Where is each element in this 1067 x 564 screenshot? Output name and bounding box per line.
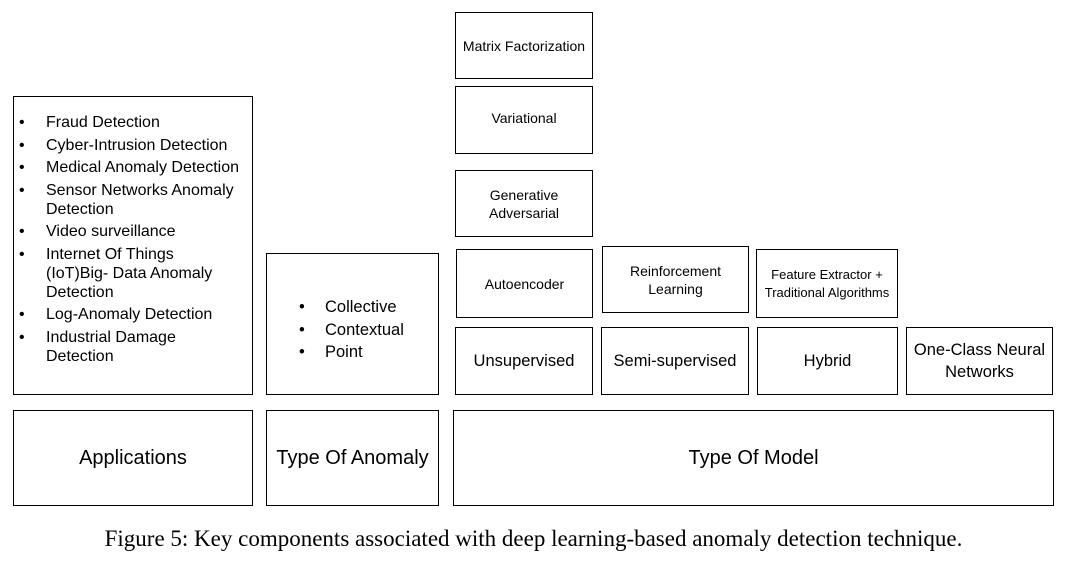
- anomaly-list-box: •Collective •Contextual •Point: [266, 253, 439, 395]
- list-item: •Cyber-Intrusion Detection: [19, 136, 228, 154]
- model-hybrid-box: Hybrid: [757, 327, 898, 395]
- model-semi-supervised: Semi-supervised: [613, 352, 737, 370]
- list-item: •Fraud Detection: [19, 114, 160, 131]
- model-autoencoder-box: Autoencoder: [456, 249, 593, 318]
- figure-caption: Figure 5: Key components associated with…: [104, 526, 963, 551]
- bullet-icon: •: [299, 343, 305, 361]
- bullet-icon: •: [19, 159, 25, 176]
- anomaly-list: •Collective •Contextual •Point: [267, 296, 438, 364]
- list-item: •Industrial Damage Detection: [19, 328, 176, 366]
- model-unsupervised-box: Unsupervised: [455, 327, 593, 395]
- model-variational-box: Variational: [455, 86, 593, 154]
- model-feature-extractor-box: Feature Extractor + Traditional Algorith…: [756, 249, 898, 318]
- applications-label: Applications: [79, 447, 187, 469]
- list-item: •Internet Of Things (IoT)Big- Data Anoma…: [19, 245, 213, 302]
- list-item: •Log-Anomaly Detection: [19, 306, 213, 324]
- bullet-icon: •: [19, 306, 25, 324]
- model-hybrid: Hybrid: [803, 352, 852, 370]
- anomaly-label-box: Type Of Anomaly: [266, 410, 439, 506]
- applications-list: •Fraud Detection •Cyber-Intrusion Detect…: [15, 113, 253, 370]
- list-item: •Video surveillance: [19, 223, 176, 241]
- bullet-icon: •: [19, 136, 25, 154]
- model-autoencoder: Autoencoder: [484, 275, 565, 292]
- bullet-icon: •: [299, 320, 305, 339]
- model-label: Type Of Model: [688, 447, 819, 469]
- model-generative-adversarial-box: Generative Adversarial: [455, 170, 593, 237]
- bullet-icon: •: [19, 245, 25, 263]
- list-item: •Contextual: [267, 319, 438, 342]
- list-item: •Point: [267, 341, 438, 364]
- model-generative-adversarial: Generative Adversarial: [488, 186, 560, 221]
- applications-list-box: •Fraud Detection •Cyber-Intrusion Detect…: [13, 96, 253, 395]
- model-matrix-factorization-box: Matrix Factorization: [455, 12, 593, 79]
- list-item: •Sensor Networks Anomaly Detection: [19, 181, 234, 218]
- model-variational: Variational: [491, 110, 557, 126]
- model-label-box: Type Of Model: [453, 410, 1054, 506]
- model-feature-extractor: Feature Extractor + Traditional Algorith…: [764, 267, 890, 300]
- model-one-class-box: One-Class Neural Networks: [906, 327, 1053, 395]
- bullet-icon: •: [19, 328, 25, 346]
- anomaly-label: Type Of Anomaly: [276, 447, 429, 469]
- bullet-icon: •: [19, 114, 25, 131]
- list-item: •Medical Anomaly Detection: [19, 159, 239, 176]
- list-item: •Collective: [267, 296, 438, 319]
- model-semi-supervised-box: Semi-supervised: [601, 327, 749, 395]
- model-reinforcement-learning: Reinforcement Learning: [629, 262, 722, 297]
- bullet-icon: •: [19, 181, 25, 199]
- applications-label-box: Applications: [13, 410, 253, 506]
- model-one-class: One-Class Neural Networks: [913, 341, 1046, 381]
- bullet-icon: •: [299, 298, 305, 316]
- model-matrix-factorization: Matrix Factorization: [462, 37, 586, 54]
- model-reinforcement-learning-box: Reinforcement Learning: [602, 246, 749, 313]
- model-unsupervised: Unsupervised: [473, 352, 575, 370]
- bullet-icon: •: [19, 223, 25, 241]
